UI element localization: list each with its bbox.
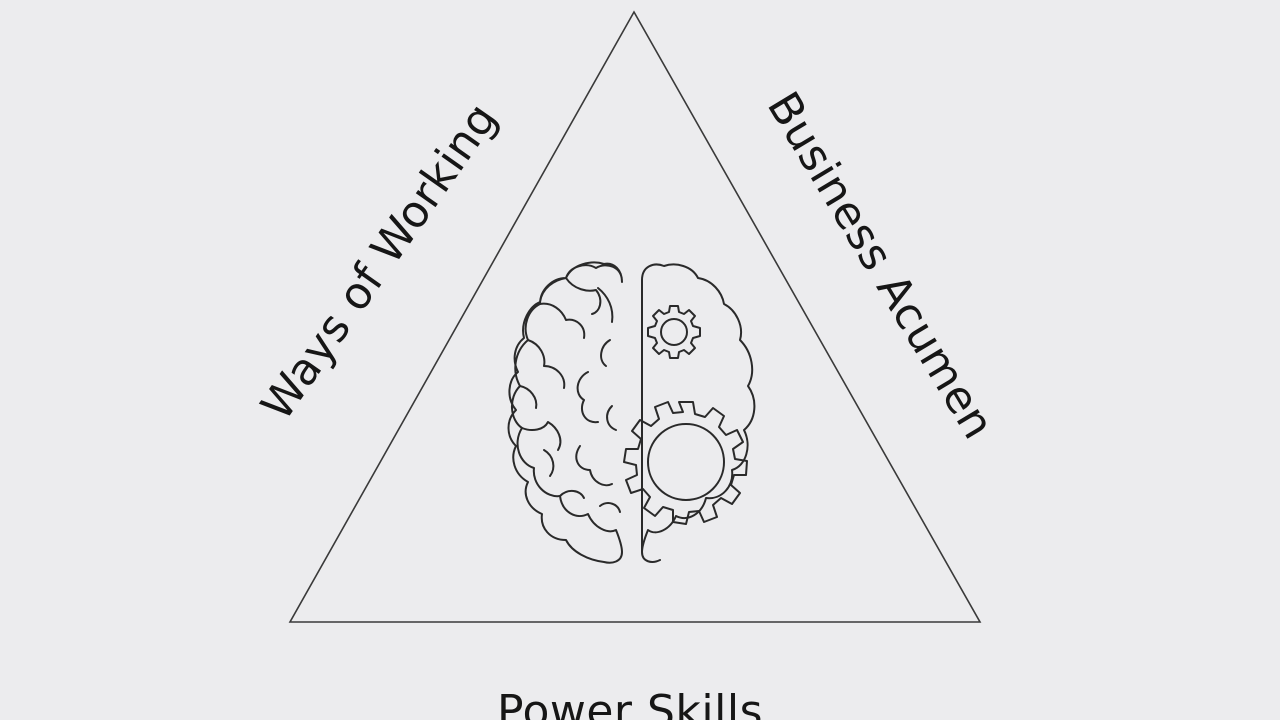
brain-fold [597, 287, 614, 323]
brain-fold [565, 277, 602, 315]
brain-fold [606, 405, 617, 431]
brain-gears-icon [507, 261, 756, 564]
side-label-power-skills: Power Skills [496, 686, 764, 720]
triangle-outline [288, 10, 982, 623]
brain-fold [559, 490, 585, 499]
brain-fold [519, 385, 538, 409]
brain-fold [527, 339, 566, 389]
brain-fold [575, 445, 613, 487]
left-hemisphere [507, 261, 623, 564]
brain-fold [599, 502, 621, 513]
brain-fold [521, 421, 562, 451]
brain-fold [539, 302, 586, 339]
small-gear [647, 305, 701, 359]
brain-fold [576, 371, 599, 424]
large-gear [623, 401, 748, 525]
right-hemisphere [641, 263, 756, 563]
brain-fold [600, 339, 611, 367]
brain-fold [543, 449, 555, 477]
